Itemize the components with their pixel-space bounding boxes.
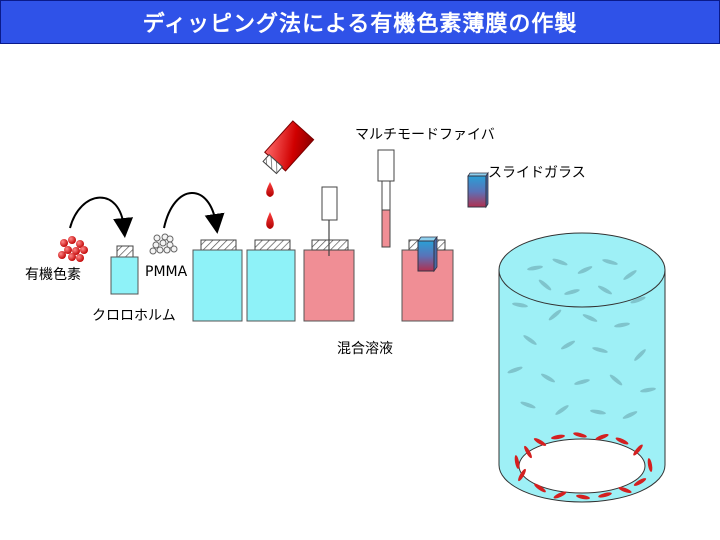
label-slide-glass: スライドガラス — [488, 165, 586, 181]
pour-arrow-1 — [69, 196, 134, 238]
mixed-solution-jar — [303, 186, 355, 322]
title-bar: ディッピング法による有機色素薄膜の作製 — [0, 0, 720, 44]
solvent-jar-2 — [246, 239, 296, 322]
dip-jar — [401, 235, 454, 322]
dye-drop-1 — [266, 182, 274, 197]
dye-molecules-inner — [507, 258, 656, 419]
multimode-fiber — [377, 149, 395, 248]
chloroform-bottle — [110, 245, 139, 295]
page-title: ディッピング法による有機色素薄膜の作製 — [142, 12, 578, 37]
solvent-jar-1 — [192, 239, 243, 322]
dye-bottle — [262, 120, 315, 175]
label-multimode-fiber: マルチモードファイバ — [355, 127, 495, 143]
label-mixed-solution: 混合溶液 — [337, 341, 393, 357]
dye-molecules-ring — [514, 432, 653, 500]
label-chloroform: クロロホルム — [92, 308, 176, 324]
label-pmma: PMMA — [145, 264, 188, 280]
fiber-cross-section — [498, 232, 666, 503]
pour-arrow-2 — [163, 192, 225, 234]
slide-glass — [467, 171, 489, 209]
organic-dye-granules — [58, 236, 88, 262]
dye-drop-2 — [266, 212, 274, 229]
pmma-granules — [149, 233, 178, 255]
label-organic-dye: 有機色素 — [25, 267, 81, 283]
